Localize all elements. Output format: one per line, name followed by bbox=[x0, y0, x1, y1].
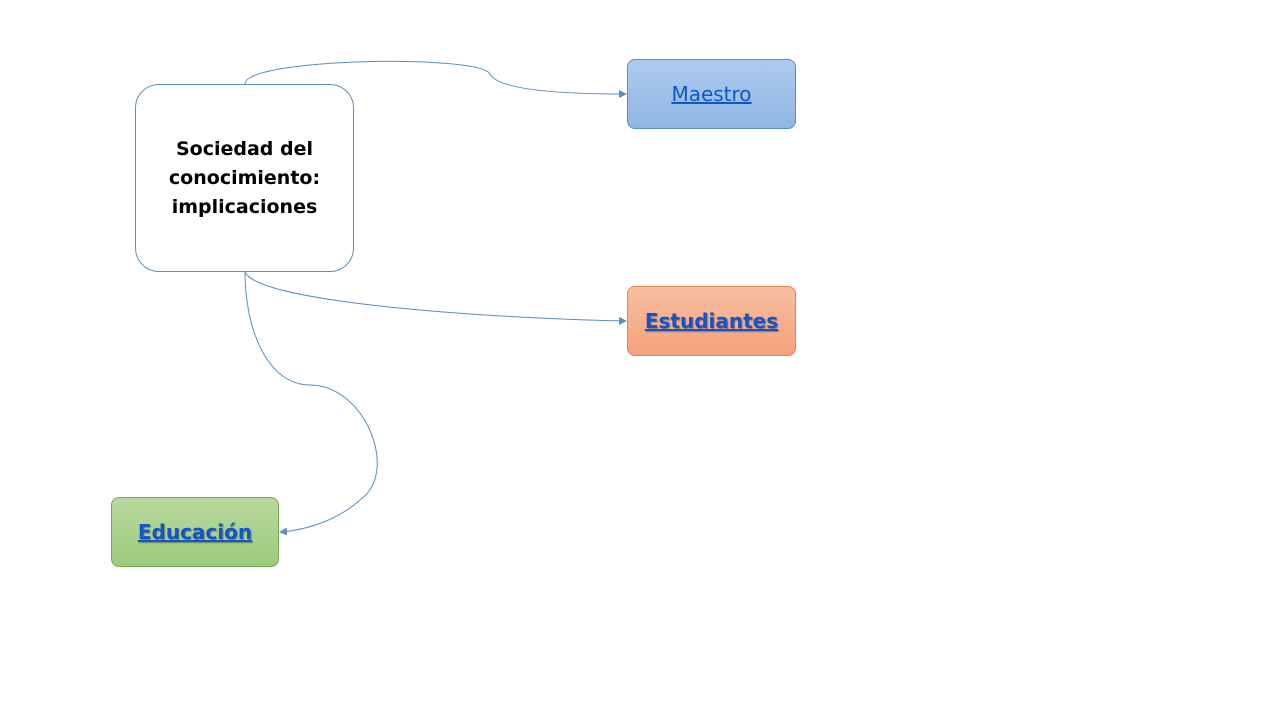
central-node-text: Sociedad del conocimiento: implicaciones bbox=[168, 137, 321, 218]
maestro-link[interactable]: Maestro bbox=[671, 82, 752, 106]
node-maestro[interactable]: Maestro bbox=[627, 59, 796, 129]
edge-central-to-estudiantes bbox=[244, 271, 627, 325]
estudiantes-link[interactable]: Estudiantes bbox=[644, 309, 779, 333]
edge-central-to-maestro bbox=[244, 60, 627, 98]
central-node: Sociedad del conocimiento: implicaciones bbox=[135, 84, 354, 272]
educacion-link[interactable]: Educación bbox=[137, 520, 253, 544]
edge-central-to-educacion bbox=[244, 271, 378, 536]
node-estudiantes[interactable]: Estudiantes bbox=[627, 286, 796, 356]
node-educacion[interactable]: Educación bbox=[111, 497, 279, 567]
